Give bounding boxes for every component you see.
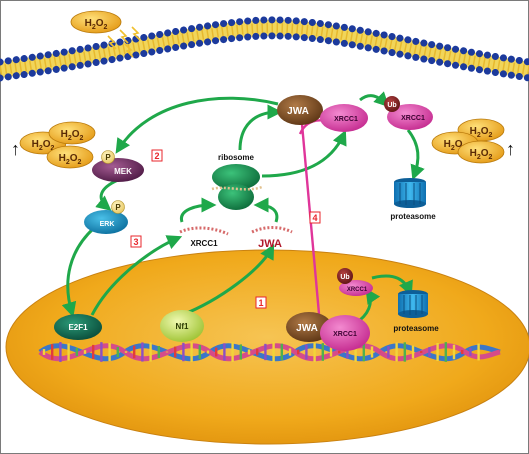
step-marker-2: 2 [151,149,163,162]
step-marker-3: 3 [130,235,142,248]
svg-text:H2O2: H2O2 [32,139,55,152]
arrow-xrcc1-mrna-to-ribosome [179,197,217,223]
jwa-xrcc1-complex-nuc: JWA XRCC1 [286,312,370,351]
svg-text:P: P [105,153,111,162]
svg-text:H2O2: H2O2 [470,126,493,139]
svg-text:Ub: Ub [387,102,396,109]
svg-text:XRCC1: XRCC1 [401,115,425,122]
svg-text:1: 1 [258,298,263,308]
arrow-mek-to-erk [95,178,119,211]
ribosome: ribosome [211,153,263,210]
h2o2-cluster-left: H2O2 H2O2 H2O2 [19,121,96,169]
arrow-jwa-mrna-to-ribosome [253,197,279,223]
svg-text:3: 3 [133,237,138,247]
svg-text:2: 2 [154,151,159,161]
phospho-icon [101,150,115,164]
svg-text:P: P [115,203,121,212]
svg-text:proteasome: proteasome [390,212,436,221]
arrow-xrcc1-to-ub-xrcc1 [359,91,390,108]
proteasome-cyto: proteasome [390,178,436,221]
step-marker-4: 4 [309,211,321,224]
mrna-jwa-label: JWA [258,238,282,250]
arrow-ub-xrcc1-to-proteasome [406,129,425,181]
arrow-nf1-to-jwa-mrna [181,244,275,317]
cell-membrane [0,16,529,82]
arrow-erk-to-e2f1 [61,226,96,318]
h2o2-molecule-top: H2O2 [70,10,122,34]
svg-text:H2O2: H2O2 [470,148,493,161]
h2o2-cluster-right: H2O2 H2O2 H2O2 [431,118,505,164]
step-marker-1: 1 [255,296,267,309]
arrow-e2f1-to-xrcc1-mrna [90,235,183,316]
svg-text:H2O2: H2O2 [59,153,82,166]
mek-protein: MEK P [92,150,144,182]
svg-text:JWA: JWA [296,323,318,334]
svg-text:4: 4 [312,213,317,223]
activation-arrows [61,91,425,322]
erk-label: ERK [100,221,115,228]
arrow-nucleus-xrcc1-to-ub [358,288,381,322]
mrna-jwa: JWA [251,226,293,250]
ub-xrcc1-cyto: XRCC1 Ub [384,96,433,130]
nf1-protein: Nf1 [160,310,204,342]
svg-text:E2F1: E2F1 [68,323,88,332]
arrow-ribosome-to-jwa [238,104,283,151]
increase-arrow-right: ↑ [506,139,515,159]
increase-arrow-left: ↑ [11,139,20,159]
svg-text:Nf1: Nf1 [176,322,189,331]
mrna-xrcc1-label: XRCC1 [190,239,218,248]
ub-xrcc1-nuc: XRCC1 Ub [337,268,373,296]
svg-text:XRCC1: XRCC1 [333,331,357,338]
svg-text:proteasome: proteasome [393,324,439,333]
svg-text:Ub: Ub [340,274,349,281]
erk-protein: ERK P [84,200,128,234]
svg-text:JWA: JWA [287,106,309,117]
ribosome-label: ribosome [218,153,255,162]
e2f1-protein: E2F1 [54,314,102,340]
ubiquitin-icon [337,268,353,284]
svg-text:XRCC1: XRCC1 [334,116,358,123]
svg-text:H2O2: H2O2 [61,129,84,142]
jwa-xrcc1-complex-cyto: JWA XRCC1 [277,95,368,132]
proteasome-nuc: proteasome [393,290,439,333]
svg-text:XRCC1: XRCC1 [347,287,368,293]
arrow-jwa-to-mek [115,96,279,154]
ubiquitin-icon [384,96,400,112]
arrow-ub-to-nuc-proteasome [371,274,413,297]
mrna-xrcc1: XRCC1 [179,226,229,248]
svg-text:H2O2: H2O2 [85,18,108,31]
arrow-ribosome-to-xrcc1 [261,129,347,178]
phospho-icon [111,200,125,214]
dna-helix [38,342,501,362]
mek-label: MEK [114,167,132,176]
h2o2-spark-icon [107,26,141,58]
